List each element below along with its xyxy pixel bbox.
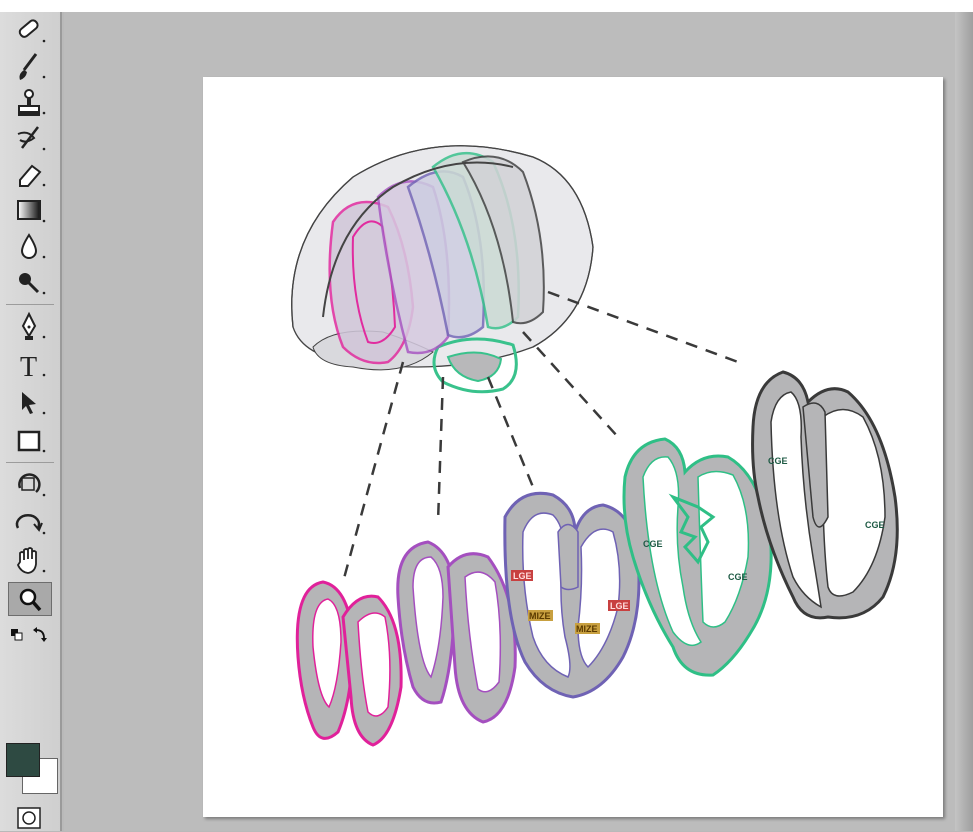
brain-slice-dark: CGE CGE xyxy=(753,372,898,618)
toolbar-separator xyxy=(6,462,54,463)
svg-text:LGE: LGE xyxy=(513,571,532,581)
3d-rotate-tool[interactable] xyxy=(8,468,52,502)
projection-line-magenta xyxy=(343,362,403,582)
type-icon: T xyxy=(8,348,52,382)
swap-colors-icon[interactable] xyxy=(33,627,47,642)
3d-orbit-icon xyxy=(8,506,52,540)
brush-icon xyxy=(8,50,52,84)
document-canvas[interactable]: LGE MIZE MIZE LGE CGE CGE xyxy=(203,77,943,817)
dodge-tool[interactable] xyxy=(8,266,52,300)
quick-mask-icon xyxy=(8,804,52,832)
type-tool[interactable]: T xyxy=(8,348,52,382)
label-cge-green-left: CGE xyxy=(643,539,663,549)
clone-stamp-icon xyxy=(8,86,52,120)
brain-slice-green: CGE CGE xyxy=(624,439,771,675)
brain-slice-magenta xyxy=(297,582,401,745)
hand-tool[interactable] xyxy=(8,544,52,578)
brain-slice-violet: LGE MIZE MIZE LGE xyxy=(505,493,639,697)
history-brush-tool[interactable] xyxy=(8,122,52,156)
clone-stamp-tool[interactable] xyxy=(8,86,52,120)
projection-line-violet xyxy=(488,377,533,487)
foreground-color-swatch[interactable] xyxy=(6,743,40,777)
rectangle-icon xyxy=(8,424,52,458)
label-cge-dark-right: CGE xyxy=(865,520,885,530)
gradient-tool[interactable] xyxy=(8,194,52,228)
window-edge xyxy=(955,12,973,831)
label-lge-right: LGE xyxy=(608,600,630,611)
eraser-tool[interactable] xyxy=(8,158,52,192)
brain-slice-purple xyxy=(398,542,516,722)
3d-rotate-icon xyxy=(8,468,52,502)
color-switch-controls xyxy=(8,626,52,646)
label-cge-green-right: CGE xyxy=(728,572,748,582)
path-selection-icon xyxy=(8,386,52,420)
default-colors-icon[interactable] xyxy=(11,629,22,640)
3d-orbit-tool[interactable] xyxy=(8,506,52,540)
svg-text:LGE: LGE xyxy=(610,601,629,611)
pen-tool[interactable] xyxy=(8,310,52,344)
history-brush-icon xyxy=(8,122,52,156)
brush-tool[interactable] xyxy=(8,50,52,84)
brain-3d-model xyxy=(292,146,593,392)
path-selection-tool[interactable] xyxy=(8,386,52,420)
spot-healing-brush-tool[interactable] xyxy=(8,14,52,48)
label-mge-right: MIZE xyxy=(575,623,600,634)
dodge-icon xyxy=(8,266,52,300)
svg-text:MIZE: MIZE xyxy=(576,624,598,634)
hand-icon xyxy=(8,544,52,578)
quick-mask-button[interactable] xyxy=(8,804,52,832)
brain-sections-artwork: LGE MIZE MIZE LGE CGE CGE xyxy=(203,77,943,817)
spot-healing-brush-icon xyxy=(8,14,52,48)
rectangle-tool[interactable] xyxy=(8,424,52,458)
blur-icon xyxy=(8,230,52,264)
zoom-icon xyxy=(9,583,53,617)
blur-tool[interactable] xyxy=(8,230,52,264)
label-mge-left: MIZE xyxy=(528,610,553,621)
label-cge-dark-left: CGE xyxy=(768,456,788,466)
top-strip xyxy=(0,0,973,12)
pen-icon xyxy=(8,310,52,344)
label-lge-left: LGE xyxy=(511,570,533,581)
projection-line-purple xyxy=(438,377,443,522)
eraser-icon xyxy=(8,158,52,192)
svg-text:T: T xyxy=(20,352,37,382)
toolbar-separator xyxy=(6,304,54,305)
svg-text:MIZE: MIZE xyxy=(529,611,551,621)
gradient-icon xyxy=(8,194,52,228)
zoom-tool[interactable] xyxy=(8,582,52,616)
tools-panel: T xyxy=(0,12,62,831)
projection-line-dark xyxy=(548,292,738,362)
projection-line-green xyxy=(523,332,618,437)
